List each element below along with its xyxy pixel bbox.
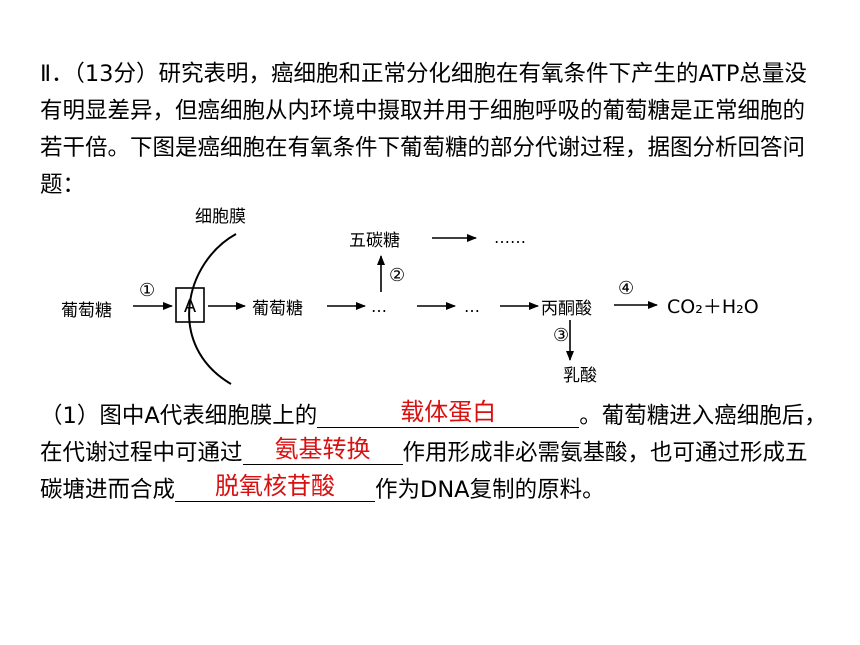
metabolism-diagram: 细胞膜 葡萄糖 ① A 葡萄糖 … … 丙酮酸 ④ CO₂＋H₂O ② 五碳糖 …	[61, 207, 759, 386]
pentose-label: 五碳糖	[349, 231, 400, 251]
lactate-label: 乳酸	[563, 366, 597, 386]
dots-mid-2: …	[464, 297, 480, 316]
step-2-label: ②	[389, 265, 405, 286]
cell-membrane-arc	[188, 233, 237, 385]
dots-mid-1: …	[371, 297, 387, 316]
answer-blank-3: 脱氧核苷酸	[175, 472, 376, 502]
step-1-label: ①	[139, 280, 155, 301]
question-1: （1）图中A代表细胞膜上的 载体蛋白。葡萄糖进入癌细胞后，在代谢过程中可通过氨基转…	[40, 398, 830, 509]
step-4-label: ④	[618, 278, 634, 299]
answer-blank-1: 载体蛋白	[317, 398, 580, 428]
step-3-label: ③	[553, 325, 569, 346]
answer-2: 氨基转换	[274, 435, 371, 463]
q1-text-a: （1）图中A代表细胞膜上的	[40, 403, 318, 429]
glucose-outside: 葡萄糖	[61, 301, 112, 321]
q1-text-d: 作为DNA复制的原料。	[375, 477, 605, 503]
carrier-label: A	[184, 296, 197, 317]
q1-text-c: 作用形成非必需氨基酸，也可通过形成五碳塘进而合成	[40, 440, 808, 503]
dots-top: ……	[494, 228, 526, 247]
products-label: CO₂＋H₂O	[667, 296, 759, 318]
membrane-label: 细胞膜	[195, 207, 246, 227]
answer-3: 脱氧核苷酸	[215, 472, 336, 500]
q1-text-b: 。葡萄糖进入癌细胞后，在代谢过程中可通过	[40, 403, 827, 466]
answer-blank-2: 氨基转换	[242, 435, 403, 465]
glucose-inside: 葡萄糖	[252, 299, 303, 319]
answer-1: 载体蛋白	[400, 398, 497, 426]
pyruvate-label: 丙酮酸	[541, 299, 592, 319]
carrier-box	[175, 287, 205, 323]
question-text: Ⅱ．（13分）研究表明，癌细胞和正常分化细胞在有氧条件下产生的ATP总量没有明显…	[40, 61, 807, 198]
